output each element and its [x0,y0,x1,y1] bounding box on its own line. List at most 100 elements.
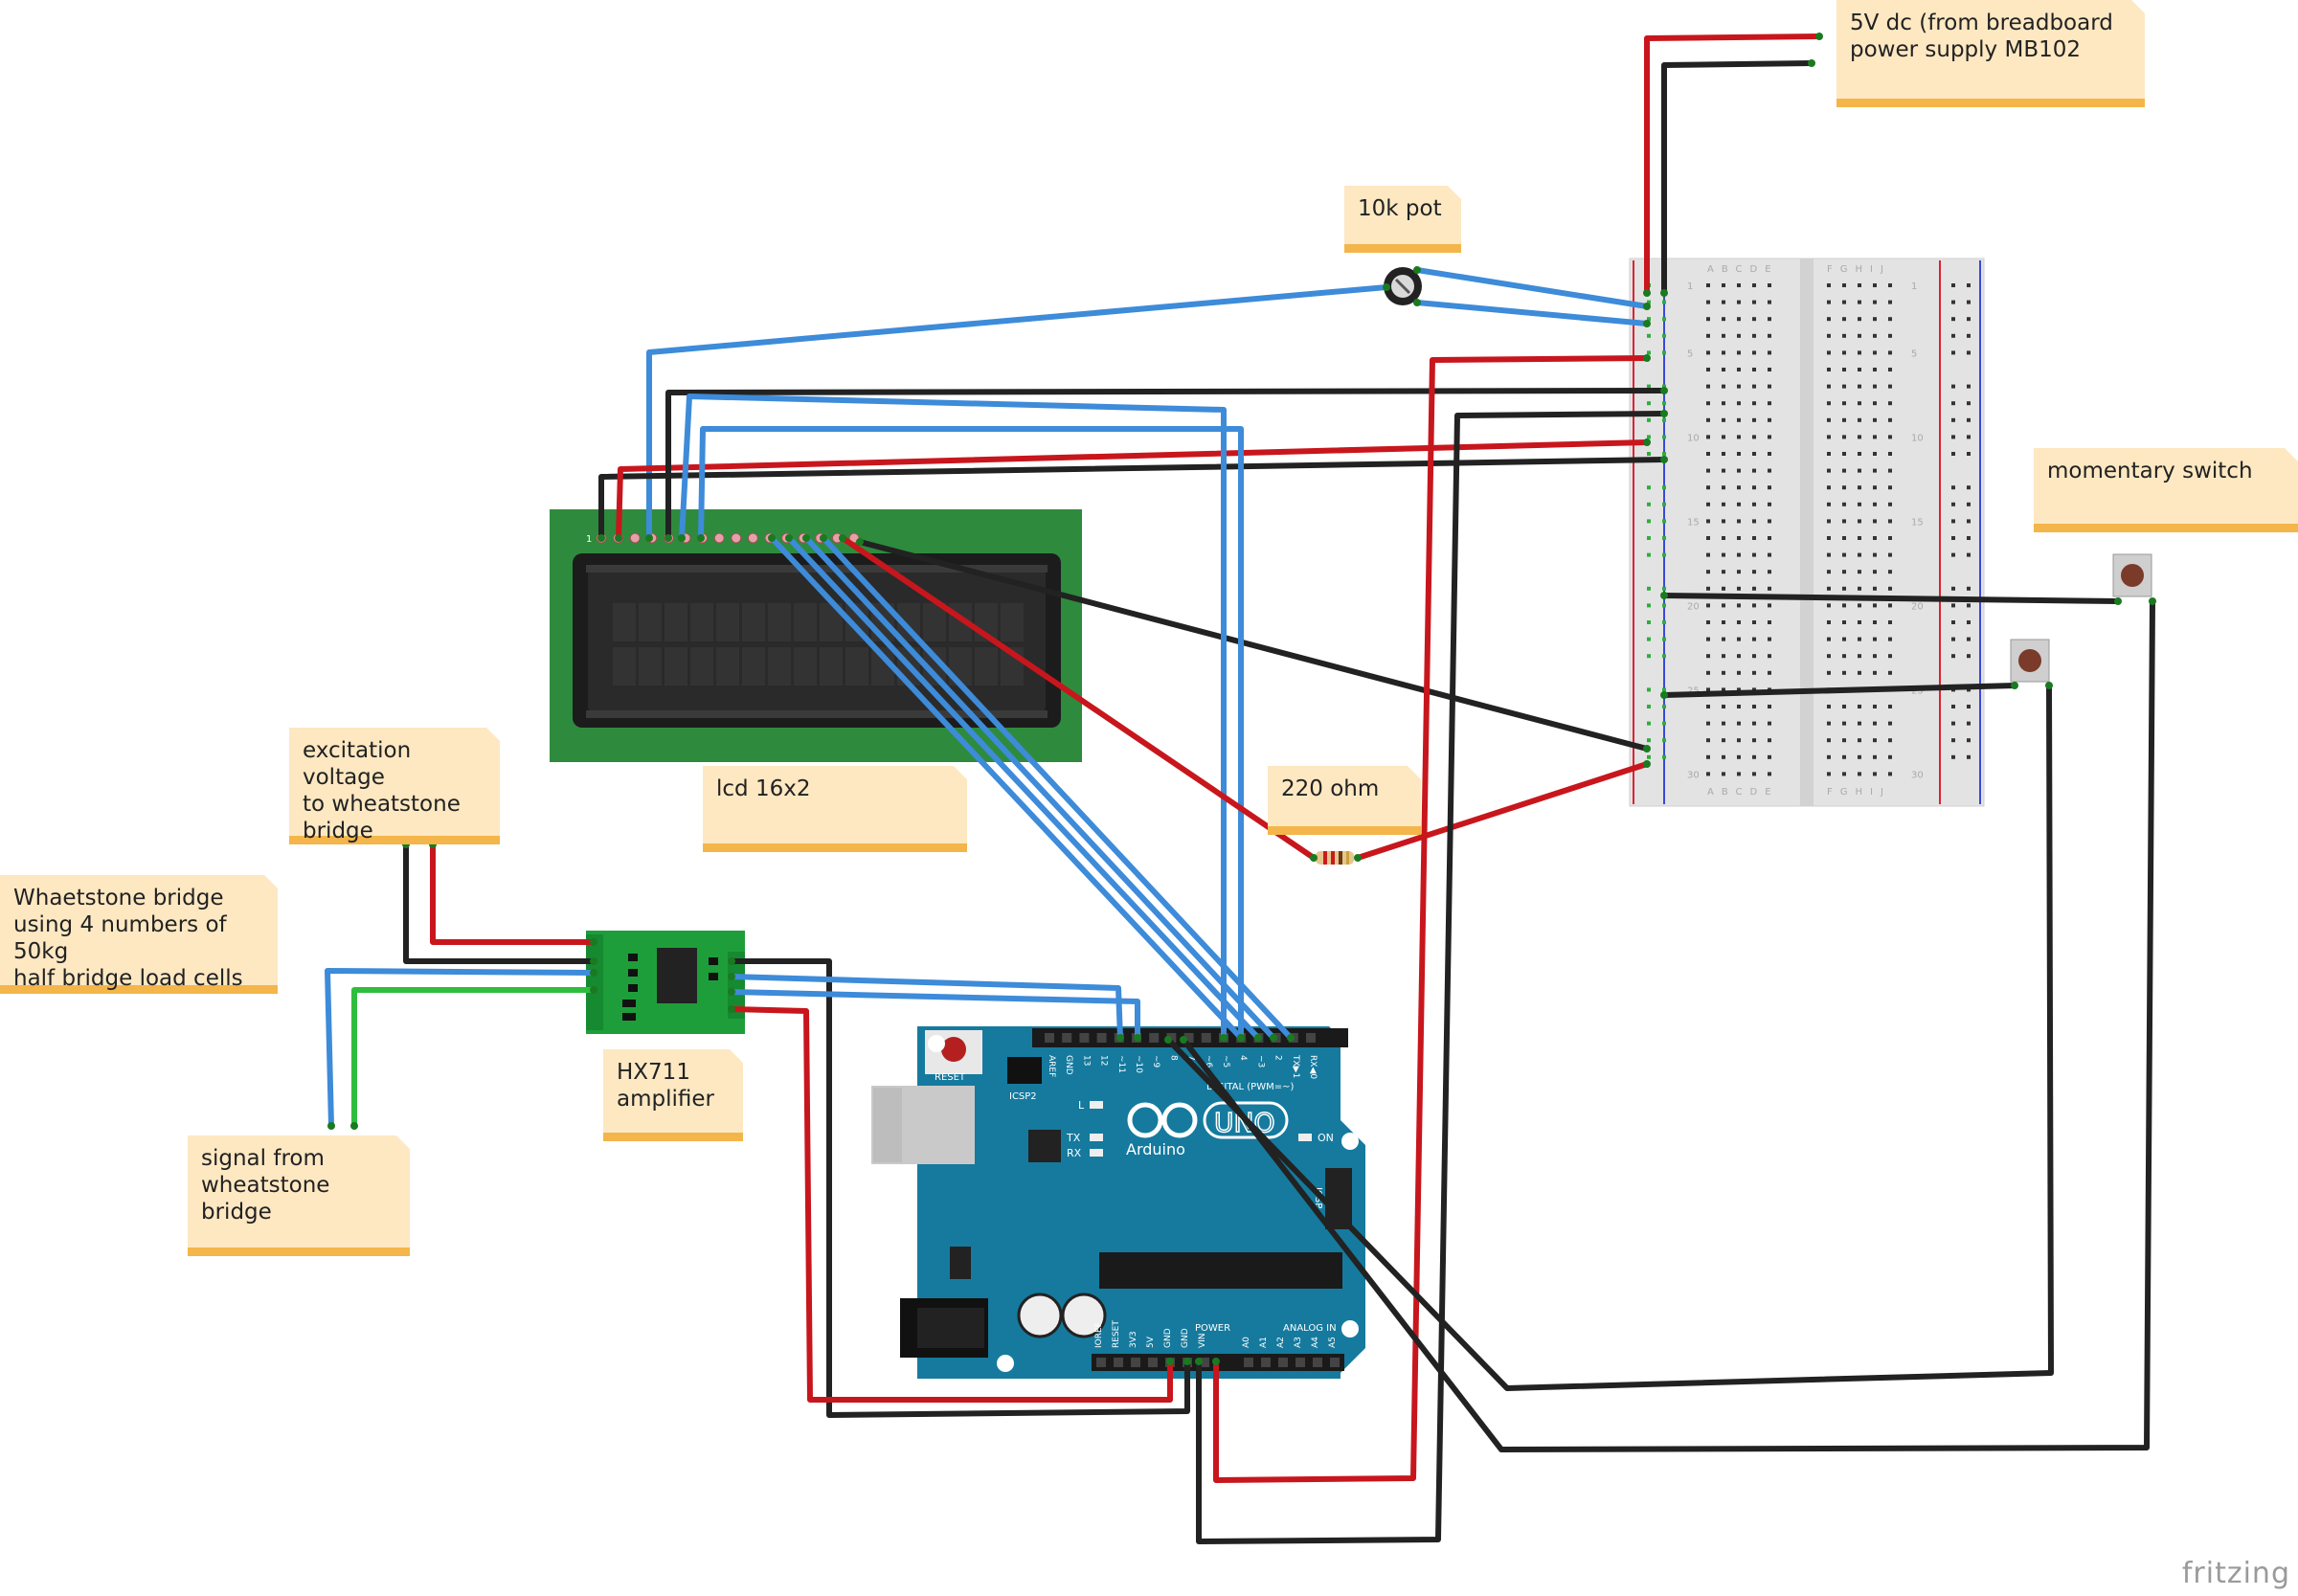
breadboard-hole [1768,485,1771,490]
breadboard-hole [1706,368,1710,371]
breadboard-hole [1768,772,1771,776]
wire-endpoint [1270,1034,1277,1042]
breadboard-rail-hole [1662,401,1666,406]
arduino-analog-pin-label: A1 [1259,1337,1269,1348]
breadboard-rail-hole [1967,283,1971,287]
breadboard-hole [1858,603,1861,608]
breadboard-hole [1858,317,1861,322]
breadboard-hole [1873,435,1877,439]
breadboard-rail-hole [1967,754,1971,759]
breadboard-hole [1873,670,1877,675]
breadboard-hole [1768,317,1771,322]
breadboard-hole [1827,738,1831,743]
breadboard-hole [1706,603,1710,608]
breadboard-hole [1858,738,1861,743]
breadboard-hole [1752,721,1756,726]
breadboard-hole [1888,485,1892,490]
lcd-char-cell [639,647,662,686]
wire-lcd-rs [679,393,1227,1041]
breadboard-hole [1737,620,1741,624]
breadboard-rail-hole [1967,536,1971,540]
lcd-char-cell [690,647,713,686]
breadboard-hole [1722,586,1725,591]
breadboard-hole [1873,300,1877,304]
arduino-reset-label: RESET [935,1072,966,1083]
arduino-digital-pin-label: ~6 [1204,1055,1213,1068]
lcd-char-cell [923,603,946,641]
breadboard-hole [1737,738,1741,743]
breadboard-hole [1737,283,1741,287]
breadboard-hole [1722,317,1725,322]
breadboard-hole [1706,333,1710,338]
breadboard-hole [1858,468,1861,473]
wire-endpoint [590,938,597,946]
breadboard-hole [1768,637,1771,641]
breadboard-hole [1827,401,1831,406]
arduino-analog-pin [1330,1358,1340,1367]
breadboard-hole [1888,603,1892,608]
breadboard-rail-hole [1647,721,1651,726]
arduino-digital-pin [1096,1033,1107,1043]
breadboard-hole [1737,705,1741,708]
breadboard-rail-hole [1951,637,1955,641]
wire-endpoint [350,1122,358,1130]
breadboard-hole [1827,435,1831,439]
arduino-power-pin-label: VIN [1198,1333,1207,1348]
breadboard-hole [1722,670,1725,675]
lcd-pin1-label: 1 [586,534,592,545]
breadboard-hole [1827,772,1831,776]
wire-resistor-bb [1355,761,1650,861]
breadboard-hole [1888,570,1892,574]
breadboard-hole [1752,603,1756,608]
note-pot: 10k pot [1344,186,1461,253]
wire-endpoint [856,538,864,546]
breadboard-hole [1873,384,1877,389]
breadboard-rail-hole [1951,384,1955,389]
breadboard-col-labels-right: FGHIJ [1827,264,1891,275]
breadboard-hole [1842,754,1846,759]
breadboard-hole [1706,705,1710,708]
breadboard-row-number: 1 [1911,281,1917,292]
note-excitation: excitation voltage to wheatstone bridge [289,728,500,844]
breadboard-hole [1827,468,1831,473]
breadboard-hole [1888,417,1892,422]
breadboard-rail-hole [1951,552,1955,557]
lcd-char-cell [716,603,739,641]
breadboard-rail-hole [1662,333,1666,338]
breadboard-hole [1706,654,1710,659]
breadboard-hole [1706,721,1710,726]
breadboard-hole [1737,368,1741,371]
breadboard-hole [1873,738,1877,743]
wire-endpoint [590,969,597,977]
note-hx711: HX711 amplifier [603,1049,743,1141]
wire-lcd-vss [598,457,1667,541]
breadboard-rail-hole [1647,654,1651,659]
breadboard-rail-hole [1662,754,1666,759]
note-resistor: 220 ohm [1268,766,1421,835]
breadboard-hole [1722,350,1725,355]
breadboard-row-number: 30 [1687,770,1700,780]
breadboard-row-number: 25 [1911,686,1924,696]
breadboard-hole [1752,654,1756,659]
wire-endpoint [1413,266,1421,274]
lcd-char-cell [1001,603,1024,641]
wire-hx-dt [729,974,1123,1041]
wire-lcd-d5 [786,535,1261,1041]
breadboard-hole [1873,401,1877,406]
note-signal-text: signal from wheatstone bridge [201,1146,330,1225]
breadboard-hole [1752,586,1756,591]
wire-endpoint [1212,1358,1220,1365]
wire-endpoint [1237,1034,1245,1042]
breadboard-hole [1842,502,1846,506]
breadboard-rail-hole [1662,452,1666,456]
breadboard-hole [1842,603,1846,608]
breadboard-rail-hole [1647,519,1651,524]
wire-signal-blue [325,968,597,1129]
wire-endpoint [728,973,735,980]
wire-endpoint [1180,1036,1187,1044]
breadboard-rail-hole [1967,384,1971,389]
breadboard-hole [1706,502,1710,506]
breadboard-hole [1858,452,1861,456]
breadboard-rail-hole [1967,300,1971,304]
breadboard-hole [1768,368,1771,371]
